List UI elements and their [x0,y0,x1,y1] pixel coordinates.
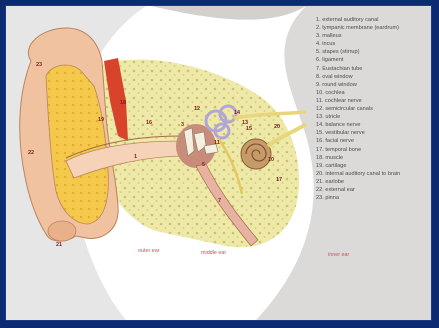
label-1: 1 [134,154,137,160]
label-16: 16 [146,120,152,126]
earlobe [48,221,76,241]
label-11: 11 [214,140,220,146]
legend-item: 21. earlobe [316,178,431,186]
legend-item: 19. cartilage [316,162,431,170]
label-13: 13 [242,120,248,126]
legend-item: 8. oval window [316,73,431,81]
legend-item: 13. utricle [316,113,431,121]
label-14: 14 [234,110,241,116]
inner-ear-label: inner ear [328,252,349,258]
legend-item: 10. cochlea [316,89,431,97]
middle-ear-label: middle ear [201,250,226,256]
label-7: 7 [218,198,221,204]
legend-item: 16. facial nerve [316,137,431,145]
legend-item: 11. cochlear nerve [316,97,431,105]
legend-item: 3. malleus [316,32,431,40]
label-10: 10 [268,157,274,163]
legend-item: 5. stapes (stirrup) [316,48,431,56]
label-18: 18 [120,100,126,106]
legend-item: 17. temporal bone [316,146,431,154]
legend-item: 9. round window [316,81,431,89]
label-21: 21 [56,242,62,248]
legend-item: 7. Eustachian tube [316,65,431,73]
legend-item: 2. tympanic membrane (eardrum) [316,24,431,32]
label-12: 12 [194,106,200,112]
label-3: 3 [181,122,184,128]
legend-item: 23. pinna [316,194,431,202]
label-15: 15 [246,126,252,132]
legend-item: 6. ligament [316,56,431,64]
cochlea [241,139,271,169]
label-17: 17 [276,177,282,183]
background-shape-top [151,6,306,20]
legend-item: 22. external ear [316,186,431,194]
label-20: 20 [274,124,280,130]
label-22: 22 [28,150,34,156]
legend-item: 20. internal auditory canal to brain [316,170,431,178]
legend-item: 4. incus [316,40,431,48]
outer-ear-label: outer ear [138,248,160,254]
ear-diagram-frame: 23 22 21 19 18 16 1 12 3 5 7 11 15 20 10… [6,6,431,320]
label-19: 19 [98,117,104,123]
legend-item: 1. external auditory canal [316,16,431,24]
legend-list: 1. external auditory canal 2. tympanic m… [316,16,431,202]
label-23: 23 [36,62,42,68]
label-5: 5 [202,162,205,168]
legend-item: 12. semicircular canals [316,105,431,113]
legend-item: 18. muscle [316,154,431,162]
legend-item: 14. balance nerve [316,121,431,129]
legend-item: 15. vestibular nerve [316,129,431,137]
